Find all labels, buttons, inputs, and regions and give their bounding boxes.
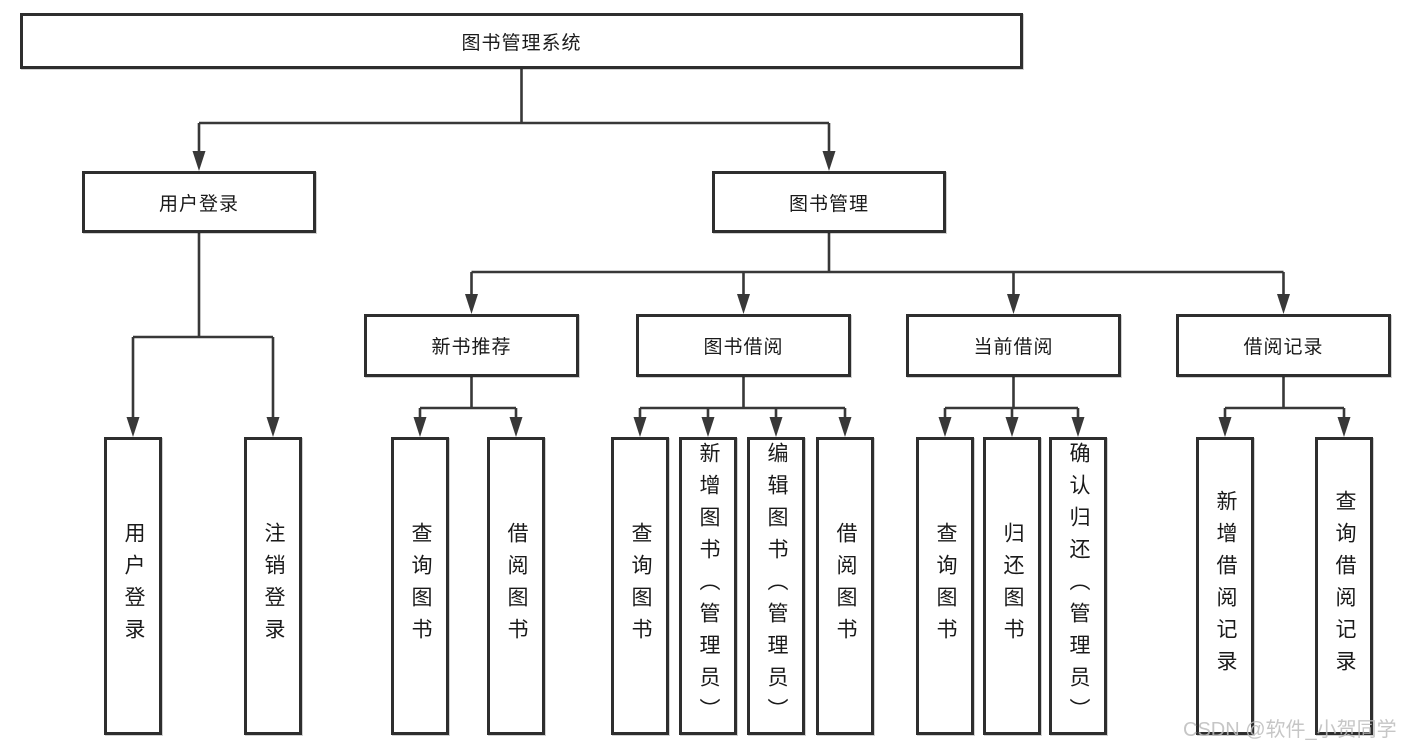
arrowhead [1005, 417, 1019, 437]
node-book-borrowing: 图书借阅 [636, 314, 851, 377]
node-book-management: 图书管理 [712, 171, 946, 233]
arrowhead [1007, 294, 1020, 314]
leaf-query-borrow-record: 查询借阅记录 [1315, 437, 1373, 735]
arrowhead [938, 417, 952, 437]
node-current-borrowing: 当前借阅 [906, 314, 1121, 377]
arrowhead [192, 151, 206, 171]
leaf-return-book: 归还图书 [983, 437, 1041, 735]
arrowhead [769, 417, 783, 437]
arrowhead [1071, 417, 1085, 437]
arrowhead [413, 417, 427, 437]
leaf-logout: 注销登录 [244, 437, 302, 735]
leaf-user-login: 用户登录 [104, 437, 162, 735]
leaf-query-book-recommend: 查询图书 [391, 437, 449, 735]
arrowhead [701, 417, 715, 437]
arrowhead [1218, 417, 1232, 437]
arrowhead [1277, 294, 1290, 314]
node-borrowing-records: 借阅记录 [1176, 314, 1391, 377]
arrowhead [633, 417, 647, 437]
leaf-edit-book-admin: 编辑图书（管理员） [747, 437, 805, 735]
leaf-confirm-return-admin: 确认归还（管理员） [1049, 437, 1107, 735]
node-new-book-recommendation: 新书推荐 [364, 314, 579, 377]
arrowhead [509, 417, 523, 437]
leaf-borrow-book-recommend: 借阅图书 [487, 437, 545, 735]
arrowhead [838, 417, 852, 437]
connector-userlogin-to-leaves [131, 233, 275, 420]
arrowhead [737, 294, 750, 314]
connector-borrowrec-to-leaves [1223, 377, 1346, 420]
arrowhead [822, 151, 836, 171]
arrowhead [465, 294, 478, 314]
leaf-query-book-borrow: 查询图书 [611, 437, 669, 735]
arrowhead [1337, 417, 1351, 437]
connector-bookmgmt-to-level3 [470, 233, 1285, 297]
arrowhead [266, 417, 280, 437]
node-library-management-system: 图书管理系统 [20, 13, 1023, 69]
connector-newbook-to-leaves [418, 377, 518, 420]
connector-root-to-level2 [197, 69, 831, 155]
connector-curborrow-to-leaves [943, 377, 1080, 420]
leaf-borrow-book: 借阅图书 [816, 437, 874, 735]
csdn-watermark: CSDN @软件_小贺同学 [1183, 719, 1397, 741]
connector-bookborrow-to-leaves [638, 377, 847, 420]
arrowhead [126, 417, 140, 437]
leaf-add-book-admin: 新增图书（管理员） [679, 437, 737, 735]
leaf-add-borrow-record: 新增借阅记录 [1196, 437, 1254, 735]
node-user-login: 用户登录 [82, 171, 316, 233]
leaf-query-book-current: 查询图书 [916, 437, 974, 735]
